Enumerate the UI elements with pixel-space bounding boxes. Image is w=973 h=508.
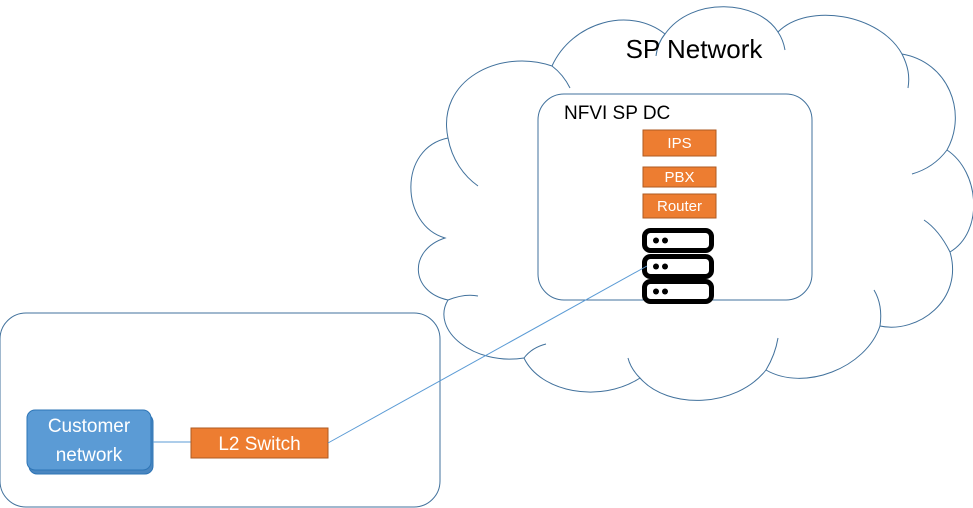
server-rack-icon <box>642 228 714 304</box>
cloud-arc <box>447 137 479 187</box>
cloud-arc <box>911 149 948 175</box>
function-box-rect <box>642 193 717 219</box>
cloud-arc <box>901 53 910 89</box>
function-label-router: Router <box>657 198 702 215</box>
l2-switch-box: L2 Switch <box>190 427 329 459</box>
function-box-pbx: PBX <box>642 166 717 188</box>
cloud-arc <box>523 343 547 359</box>
cloud-arc <box>923 219 951 253</box>
function-box-rect <box>642 166 717 188</box>
customer-network-box: Customer network <box>26 409 154 475</box>
l2-switch-label: L2 Switch <box>218 434 300 455</box>
cloud-arc <box>765 337 779 371</box>
customer-network-label-line2: network <box>56 445 123 466</box>
function-box-router: Router <box>642 193 717 219</box>
customer-site: Customer network L2 Switch <box>0 312 441 508</box>
cloud-label: SP Network <box>626 34 764 64</box>
cloud-arc <box>873 289 882 327</box>
function-label-ips: IPS <box>667 135 691 152</box>
nfvi-datacenter: NFVI SP DC IPS PBX Router <box>537 93 813 304</box>
cloud-arc <box>551 65 571 89</box>
function-box-rect <box>642 129 717 157</box>
customer-network-label-line1: Customer <box>48 416 131 437</box>
cloud-arc <box>777 31 786 51</box>
switch-to-server-link <box>327 265 648 444</box>
function-label-pbx: PBX <box>664 169 694 186</box>
cloud-arc <box>655 33 666 57</box>
cloud-arc <box>627 357 641 379</box>
cloud-arc <box>447 294 479 301</box>
datacenter-label: NFVI SP DC <box>564 103 670 124</box>
function-box-ips: IPS <box>642 129 717 157</box>
